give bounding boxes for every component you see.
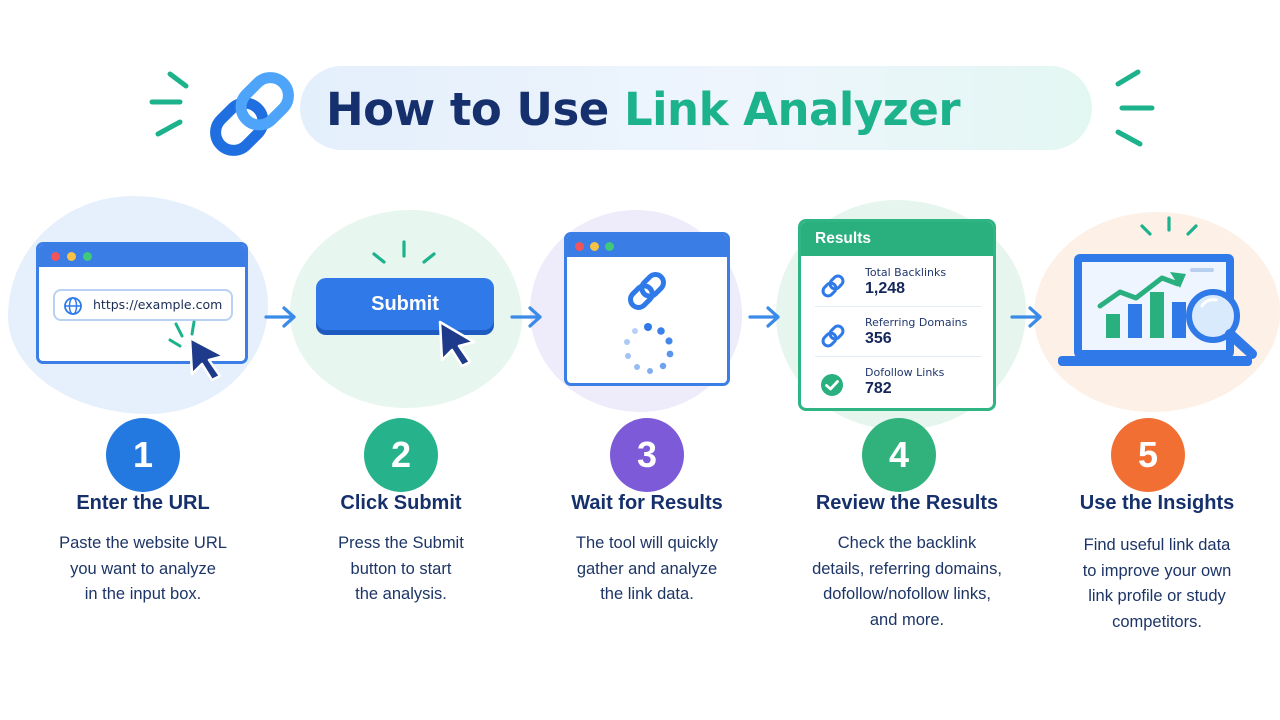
results-card: Results Total Backlinks 1,248 Referring … xyxy=(798,219,996,411)
step-description: Paste the website URL you want to analyz… xyxy=(18,531,268,608)
chain-link-icon xyxy=(210,72,294,156)
description-line: Press the Submit xyxy=(338,534,464,552)
arrow-right-icon xyxy=(264,306,296,328)
description-line: the analysis. xyxy=(355,585,447,603)
description-line: Find useful link data xyxy=(1083,536,1231,554)
arrow-right-icon xyxy=(510,306,542,328)
browser-window: https://example.com xyxy=(36,242,248,364)
result-row: Referring Domains 356 xyxy=(815,312,981,356)
description-line: Check the backlink xyxy=(837,534,977,552)
result-row: Dofollow Links 782 xyxy=(815,362,981,406)
description-line: you want to analyze xyxy=(70,559,216,578)
description-line: details, referring domains, xyxy=(812,559,1002,578)
sparkle-right-icon xyxy=(1115,69,1155,147)
description-line: The tool will quickly xyxy=(575,534,719,552)
result-label: Total Backlinks xyxy=(865,266,947,279)
result-label: Referring Domains xyxy=(865,316,968,329)
page-title: How to Use Link Analyzer xyxy=(326,78,1086,142)
step-description: The tool will quickly gather and analyze… xyxy=(522,531,772,608)
description-line: gather and analyze xyxy=(576,559,718,578)
link-icon xyxy=(821,324,845,348)
link-icon xyxy=(821,274,845,298)
step-number: 3 xyxy=(610,418,684,492)
description-line: button to start xyxy=(350,559,452,578)
cursor-icon xyxy=(168,320,226,382)
sparkle-icon xyxy=(372,240,436,264)
step-number: 4 xyxy=(862,418,936,492)
description-line: the link data. xyxy=(600,585,694,603)
check-circle-icon xyxy=(821,374,843,396)
url-text: https://example.com xyxy=(93,297,223,312)
step-number: 5 xyxy=(1111,418,1185,492)
result-label: Dofollow Links xyxy=(865,366,945,379)
step-title: Click Submit xyxy=(340,492,462,514)
magnifier-icon xyxy=(1186,289,1257,359)
title-part-1: How to Use xyxy=(326,83,609,136)
step-number: 1 xyxy=(106,418,180,492)
description-line: competitors. xyxy=(1112,612,1202,631)
result-value: 356 xyxy=(865,330,892,347)
step-title: Use the Insights xyxy=(1079,492,1235,514)
bar-chart-icon xyxy=(1097,272,1186,338)
divider xyxy=(815,306,981,307)
step-number: 2 xyxy=(364,418,438,492)
description-line: and more. xyxy=(869,610,945,629)
divider xyxy=(815,356,981,357)
browser-titlebar xyxy=(39,245,245,267)
step-description: Check the backlink details, referring do… xyxy=(782,531,1032,633)
results-header: Results xyxy=(801,222,993,256)
result-row: Total Backlinks 1,248 xyxy=(815,262,981,306)
step-title: Enter the URL xyxy=(76,492,210,514)
step-title: Review the Results xyxy=(815,492,999,514)
step-description: Press the Submit button to start the ana… xyxy=(276,531,526,608)
title-banner xyxy=(300,66,1092,150)
browser-titlebar xyxy=(567,235,727,257)
result-value: 782 xyxy=(865,380,892,397)
description-line: in the input box. xyxy=(84,585,202,603)
step-description: Find useful link data to improve your ow… xyxy=(1032,533,1280,635)
close-dot xyxy=(575,242,584,251)
arrow-right-icon xyxy=(1010,306,1042,328)
sparkle-left-icon xyxy=(149,71,189,137)
globe-icon xyxy=(64,297,82,315)
close-dot xyxy=(51,252,60,261)
step-title: Wait for Results xyxy=(571,492,723,514)
minimize-dot xyxy=(67,252,76,261)
description-line: Paste the website URL xyxy=(59,534,227,552)
description-line: link profile or study xyxy=(1088,587,1226,605)
minimize-dot xyxy=(590,242,599,251)
loading-spinner-icon xyxy=(624,323,674,374)
title-part-2: Link Analyzer xyxy=(623,83,961,136)
sparkle-icon xyxy=(1140,216,1198,236)
result-value: 1,248 xyxy=(865,280,906,297)
description-line: to improve your own xyxy=(1082,561,1232,580)
maximize-dot xyxy=(605,242,614,251)
arrow-right-icon xyxy=(748,306,780,328)
description-line: dofollow/nofollow links, xyxy=(823,585,991,603)
browser-window xyxy=(564,232,730,386)
link-icon xyxy=(628,272,666,310)
maximize-dot xyxy=(83,252,92,261)
submit-button[interactable]: Submit xyxy=(316,278,494,330)
url-input[interactable]: https://example.com xyxy=(53,289,233,321)
laptop-icon xyxy=(1058,254,1257,366)
cursor-icon xyxy=(438,320,476,368)
